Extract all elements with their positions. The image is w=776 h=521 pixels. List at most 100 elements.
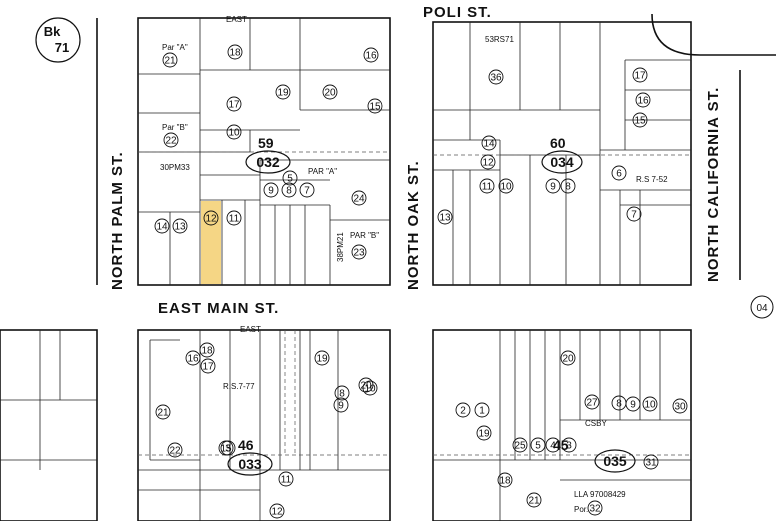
svg-text:45: 45 bbox=[553, 437, 569, 453]
book-label: Bk 71 bbox=[35, 17, 81, 63]
parcel-number: 11 bbox=[229, 214, 240, 225]
parcel-circle: 22 bbox=[167, 442, 183, 458]
parcel-number: 4 bbox=[550, 441, 556, 452]
parcel-circle: 16 bbox=[185, 350, 201, 366]
parcel-number: 16 bbox=[187, 354, 199, 365]
parcel-number: 9 bbox=[338, 401, 344, 412]
parcel-circle: 8 bbox=[334, 385, 350, 401]
parcel-number: 10 bbox=[644, 400, 656, 411]
svg-text:Por.: Por. bbox=[574, 505, 588, 514]
parcel-circle: 19 bbox=[275, 84, 291, 100]
street-north-palm: NORTH PALM ST. bbox=[109, 151, 126, 290]
block-60: 60 034 53RS71 R.S 7-52 bbox=[432, 21, 692, 286]
parcel-circle: 31 bbox=[643, 454, 659, 470]
parcel-circle: 4 bbox=[545, 437, 561, 453]
svg-text:30PM33: 30PM33 bbox=[160, 163, 190, 172]
parcel-number: 32 bbox=[589, 504, 601, 515]
svg-text:033: 033 bbox=[238, 456, 262, 472]
parcel-circle: 6 bbox=[611, 165, 627, 181]
parcel-circle: 14 bbox=[481, 135, 497, 151]
parcel-circle: 12 bbox=[480, 154, 496, 170]
parcel-circle: 18 bbox=[199, 342, 215, 358]
svg-text:46: 46 bbox=[238, 437, 254, 453]
parcel-circle: 2 bbox=[455, 402, 471, 418]
parcel-number: 8 bbox=[565, 182, 571, 193]
svg-text:59: 59 bbox=[258, 135, 274, 151]
parcel-circle: 10 bbox=[642, 396, 658, 412]
parcel-circle: 13 bbox=[437, 209, 453, 225]
parcel-circle: 17 bbox=[632, 67, 648, 83]
parcel-circle: 3 bbox=[561, 437, 577, 453]
parcel-circle: 21 bbox=[162, 52, 178, 68]
parcel-circle: 25 bbox=[512, 437, 528, 453]
parcel-number: 15 bbox=[369, 102, 381, 113]
parcel-number: 17 bbox=[202, 362, 214, 373]
block-45: 45 035 CSBY LLA 97008429 Por. bbox=[432, 329, 692, 521]
parcel-number: 20 bbox=[562, 354, 574, 365]
parcel-number: 27 bbox=[586, 398, 598, 409]
parcel-number: 7 bbox=[304, 186, 310, 197]
parcel-circle: 8 bbox=[560, 178, 576, 194]
svg-text:LLA 97008429: LLA 97008429 bbox=[574, 490, 626, 499]
parcel-number: 13 bbox=[439, 213, 451, 224]
page-reference: 04 bbox=[750, 295, 774, 319]
parcel-number: 12 bbox=[482, 158, 494, 169]
parcel-circle: 15 bbox=[632, 112, 648, 128]
book-number-text: 71 bbox=[55, 40, 69, 55]
parcel-circle: 17 bbox=[200, 358, 216, 374]
parcel-circle: 11 bbox=[278, 471, 294, 487]
parcel-circle: 9 bbox=[625, 396, 641, 412]
parcel-circle: 20 bbox=[358, 377, 374, 393]
parcel-circle: 8 bbox=[281, 182, 297, 198]
block-46: 46 033 R.S.7-77 EAST bbox=[137, 325, 391, 521]
parcel-number: 22 bbox=[169, 446, 181, 457]
parcel-circle: 21 bbox=[526, 492, 542, 508]
parcel-number: 20 bbox=[360, 381, 372, 392]
svg-text:PAR "B": PAR "B" bbox=[350, 231, 379, 240]
svg-text:CSBY: CSBY bbox=[585, 419, 607, 428]
parcel-number: 18 bbox=[499, 476, 511, 487]
parcel-number: 8 bbox=[286, 186, 292, 197]
parcel-number: 12 bbox=[205, 214, 217, 225]
parcel-circle: 20 bbox=[322, 84, 338, 100]
parcel-number: 20 bbox=[324, 88, 336, 99]
svg-text:032: 032 bbox=[256, 154, 280, 170]
svg-text:60: 60 bbox=[550, 135, 566, 151]
svg-text:R.S 7-52: R.S 7-52 bbox=[636, 175, 668, 184]
curb-corner bbox=[651, 13, 776, 56]
parcel-circle: 14 bbox=[154, 218, 170, 234]
street-north-california: NORTH CALIFORNIA ST. bbox=[705, 87, 722, 282]
parcel-circle: 5 bbox=[282, 170, 298, 186]
parcel-number: 14 bbox=[156, 222, 168, 233]
parcel-number: 6 bbox=[616, 169, 622, 180]
parcel-number: 8 bbox=[616, 399, 622, 410]
parcel-circle: 15 bbox=[367, 98, 383, 114]
parcel-circle: 1 bbox=[474, 402, 490, 418]
parcel-number: 19 bbox=[478, 429, 490, 440]
parcel-circle: 10 bbox=[362, 380, 378, 396]
parcel-number: 3 bbox=[225, 444, 231, 455]
parcel-number: 31 bbox=[645, 458, 657, 469]
parcel-circle: 12 bbox=[269, 503, 285, 519]
parcel-number: 19 bbox=[277, 88, 289, 99]
parcel-circle: 10 bbox=[498, 178, 514, 194]
parcel-circle: 24 bbox=[351, 190, 367, 206]
parcel-number: 23 bbox=[353, 248, 365, 259]
parcel-circle: 20 bbox=[560, 350, 576, 366]
parcel-number: 21 bbox=[157, 408, 169, 419]
parcel-circle: 8 bbox=[611, 395, 627, 411]
parcel-number: 11 bbox=[482, 182, 493, 193]
block-left-partial bbox=[0, 329, 98, 521]
parcel-number: 10 bbox=[228, 128, 240, 139]
svg-text:Par "A": Par "A" bbox=[162, 43, 188, 52]
parcel-circle: 16 bbox=[635, 92, 651, 108]
parcel-number: 5 bbox=[287, 174, 293, 185]
svg-text:38PM21: 38PM21 bbox=[336, 232, 345, 262]
svg-text:EAST: EAST bbox=[226, 15, 247, 24]
parcel-number: 21 bbox=[528, 496, 540, 507]
parcel-number: 12 bbox=[271, 507, 283, 518]
svg-text:53RS71: 53RS71 bbox=[485, 35, 514, 44]
parcel-circle: 9 bbox=[333, 397, 349, 413]
